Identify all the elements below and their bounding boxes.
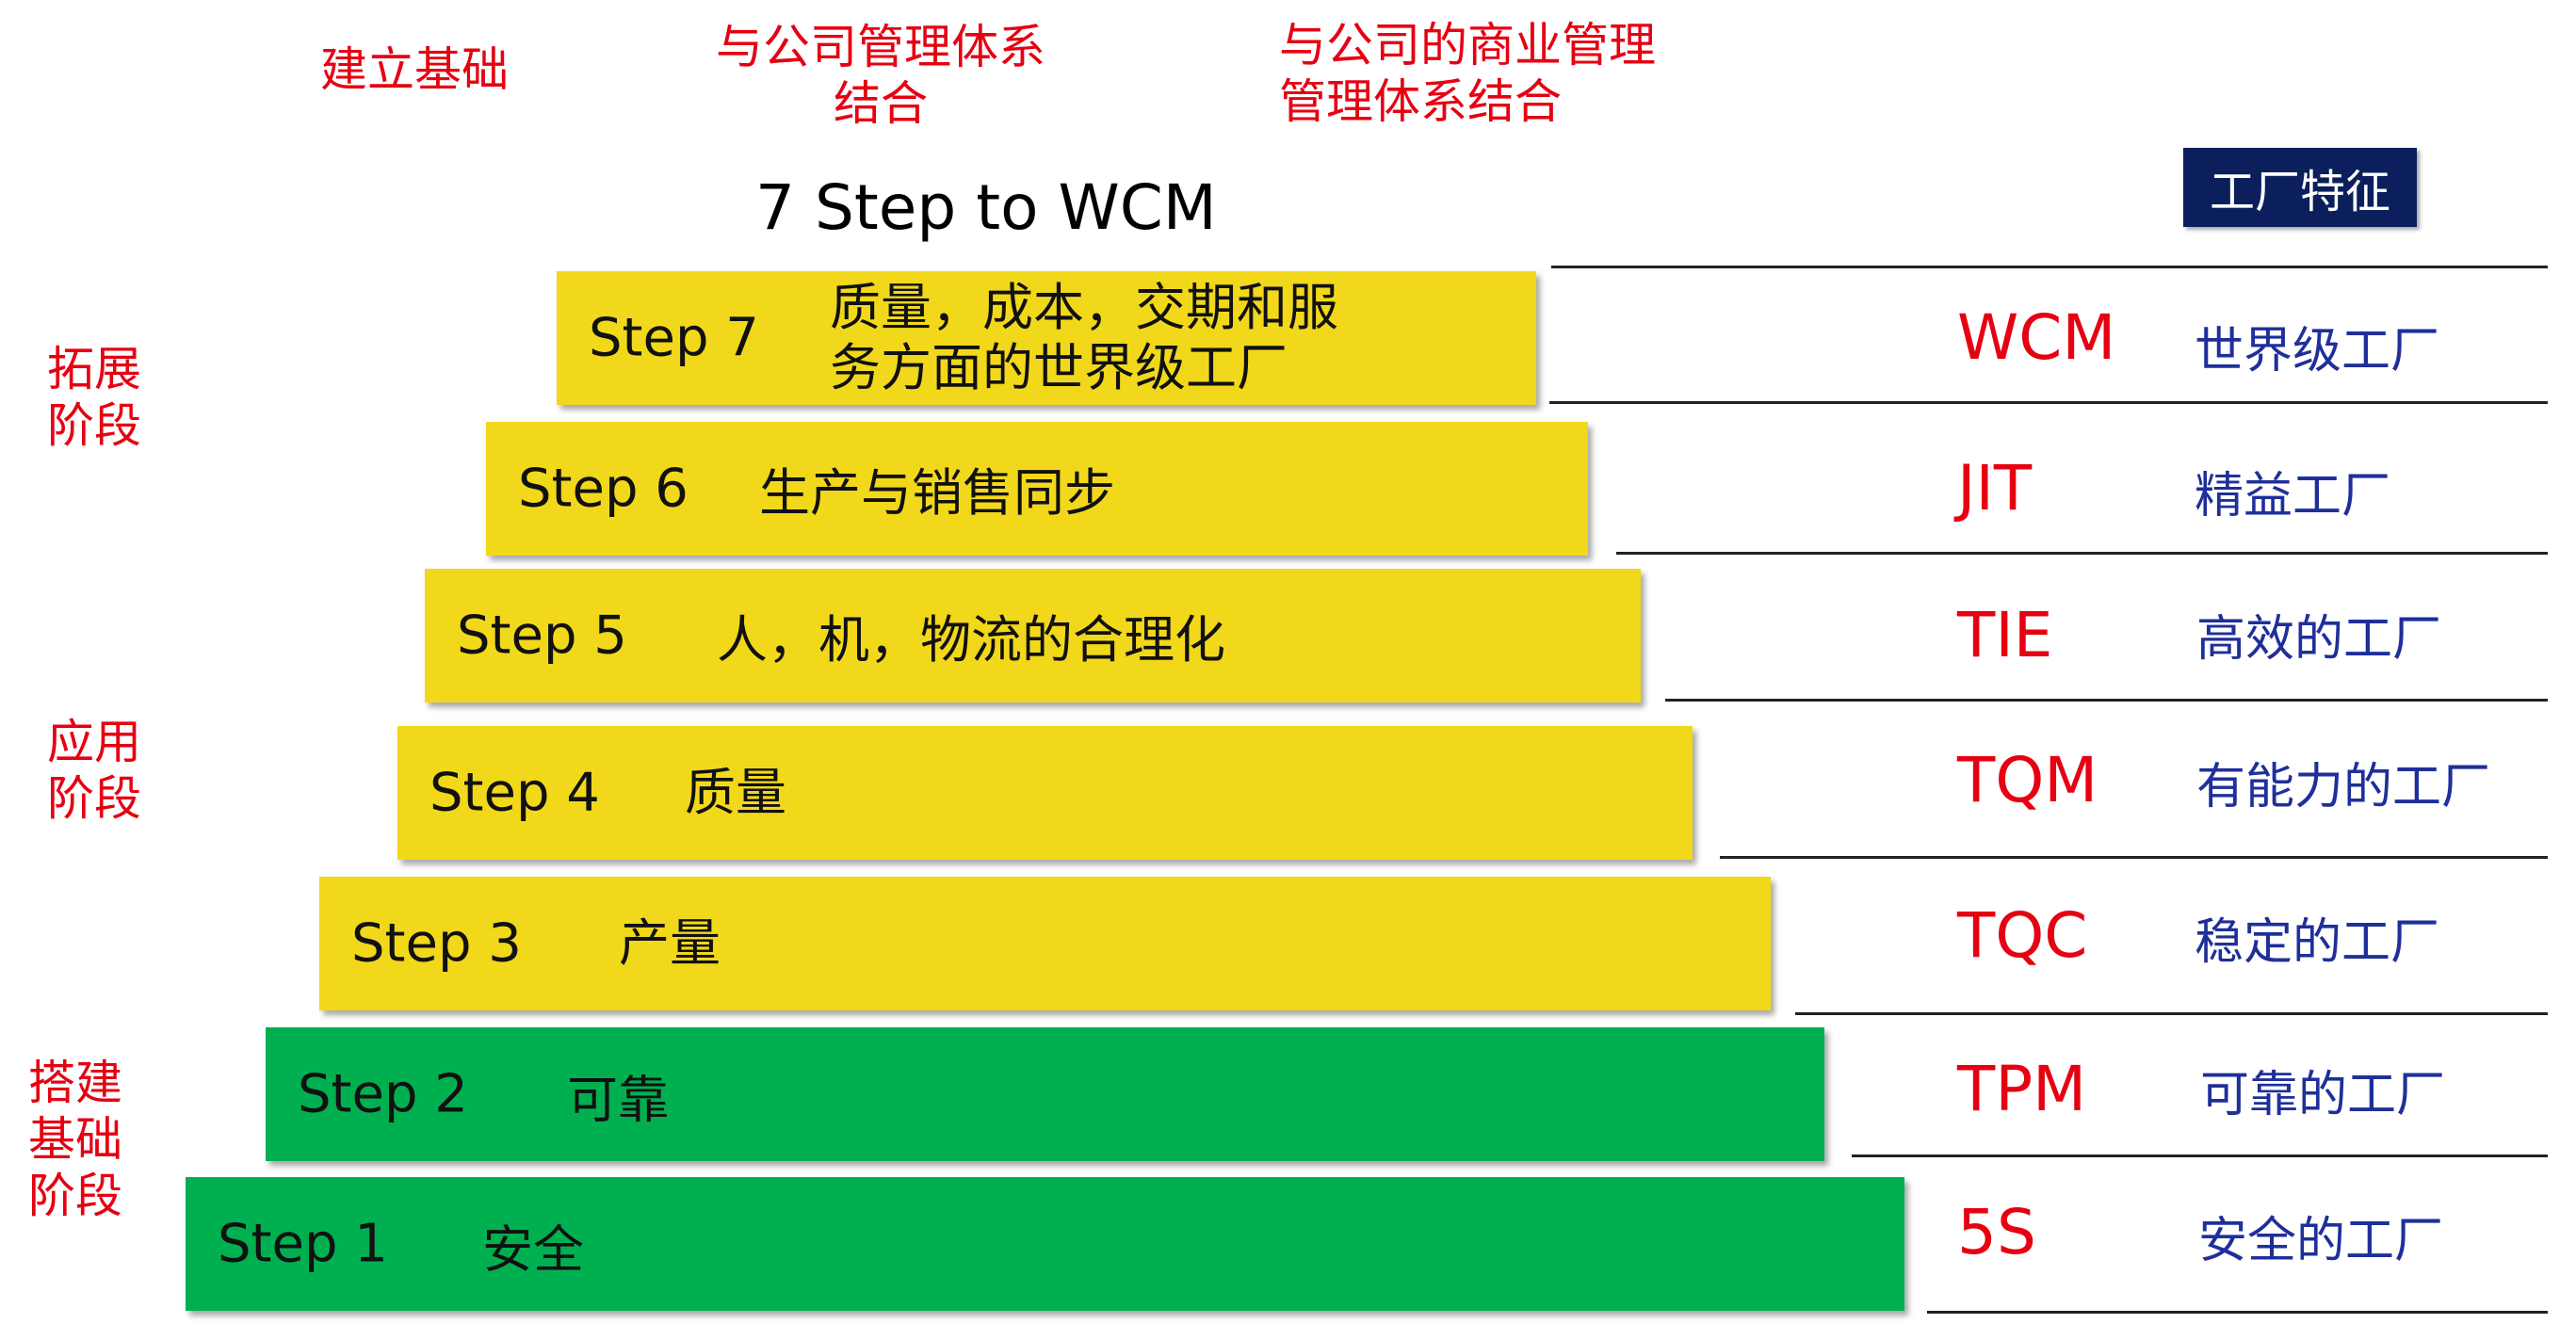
step-label: Step 5 [457,605,627,667]
feature-safe: 安全的工厂 [2198,1213,2444,1269]
step-label: Step 3 [351,912,522,975]
feature-stable: 稳定的工厂 [2195,914,2440,971]
feature-header: 工厂特征 [2183,148,2417,227]
step-description-line-1: 人，机，物流的合理化 [717,610,1225,670]
label-integrate-management-line-2: 结合 [834,76,928,131]
phase-build-line-3: 阶段 [28,1169,122,1223]
step-label: Step 6 [518,458,689,520]
step-description: 质量，成本，交期和服 务方面的世界级工厂 [830,278,1338,398]
divider-line [1549,401,2548,404]
phase-apply-line-2: 阶段 [47,771,141,826]
step-bar-6: Step 6 生产与销售同步 [486,422,1588,556]
feature-capable: 有能力的工厂 [2196,759,2491,815]
abbr-tpm: TPM [1957,1053,2087,1125]
step-bar-4: Step 4 质量 [397,726,1693,860]
abbr-tie: TIE [1957,599,2053,671]
step-description-line-2: 务方面的世界级工厂 [830,338,1288,397]
divider-line [1852,1154,2548,1157]
feature-lean: 精益工厂 [2195,468,2391,525]
label-build-foundation: 建立基础 [320,42,509,97]
phase-build-line-1: 搭建 [28,1056,122,1110]
label-integrate-management-line-1: 与公司管理体系 [716,20,1045,74]
feature-reliable: 可靠的工厂 [2200,1067,2446,1123]
abbr-tqm: TQM [1957,744,2098,816]
phase-build: 搭建 基础 阶段 [28,1055,122,1224]
divider-line [1720,856,2548,859]
divider-line [1551,266,2548,268]
divider-line [1795,1012,2548,1015]
divider-line [1927,1311,2548,1314]
divider-line [1665,699,2548,702]
label-integrate-business-line-2: 管理体系结合 [1279,74,1562,129]
step-description-line-1: 产量 [619,913,721,973]
phase-expand-line-2: 阶段 [47,398,141,453]
step-description-line-1: 安全 [482,1219,584,1280]
feature-efficient: 高效的工厂 [2196,611,2442,668]
step-description: 安全 [482,1219,584,1280]
step-description-line-1: 可靠 [567,1070,669,1130]
abbr-jit: JIT [1957,452,2033,525]
phase-expand: 拓展 阶段 [47,341,141,454]
phase-apply: 应用 阶段 [47,714,141,827]
step-description: 质量 [685,763,786,823]
step-description: 生产与销售同步 [759,463,1115,524]
step-label: Step 2 [298,1063,468,1125]
step-bar-5: Step 5 人，机，物流的合理化 [425,569,1641,702]
step-description-line-1: 生产与销售同步 [759,463,1115,524]
label-integrate-management: 与公司管理体系 结合 [716,19,1045,132]
step-bar-7: Step 7 质量，成本，交期和服 务方面的世界级工厂 [557,271,1536,405]
step-label: Step 1 [218,1213,388,1275]
step-description-line-1: 质量，成本，交期和服 [830,278,1338,337]
step-description: 可靠 [567,1070,669,1130]
label-integrate-business: 与公司的商业管理 管理体系结合 [1279,17,1656,130]
phase-build-line-2: 基础 [28,1112,122,1167]
step-description: 人，机，物流的合理化 [717,610,1225,670]
feature-header-text: 工厂特征 [2209,166,2390,218]
phase-expand-line-1: 拓展 [47,342,141,396]
abbr-wcm: WCM [1957,301,2116,374]
page-title: 7 Step to WCM [755,171,1217,244]
abbr-tqc: TQC [1957,899,2088,972]
step-bar-2: Step 2 可靠 [266,1027,1824,1161]
step-bar-3: Step 3 产量 [319,877,1771,1010]
step-description: 产量 [619,913,721,974]
abbr-5s: 5S [1957,1196,2036,1268]
feature-world-class: 世界级工厂 [2195,323,2440,379]
step-label: Step 4 [429,762,600,824]
divider-line [1616,552,2548,555]
step-description-line-1: 质量 [685,763,786,822]
label-integrate-business-line-1: 与公司的商业管理 [1279,18,1656,73]
phase-apply-line-1: 应用 [47,715,141,769]
step-bar-1: Step 1 安全 [186,1177,1904,1311]
step-label: Step 7 [589,307,759,369]
